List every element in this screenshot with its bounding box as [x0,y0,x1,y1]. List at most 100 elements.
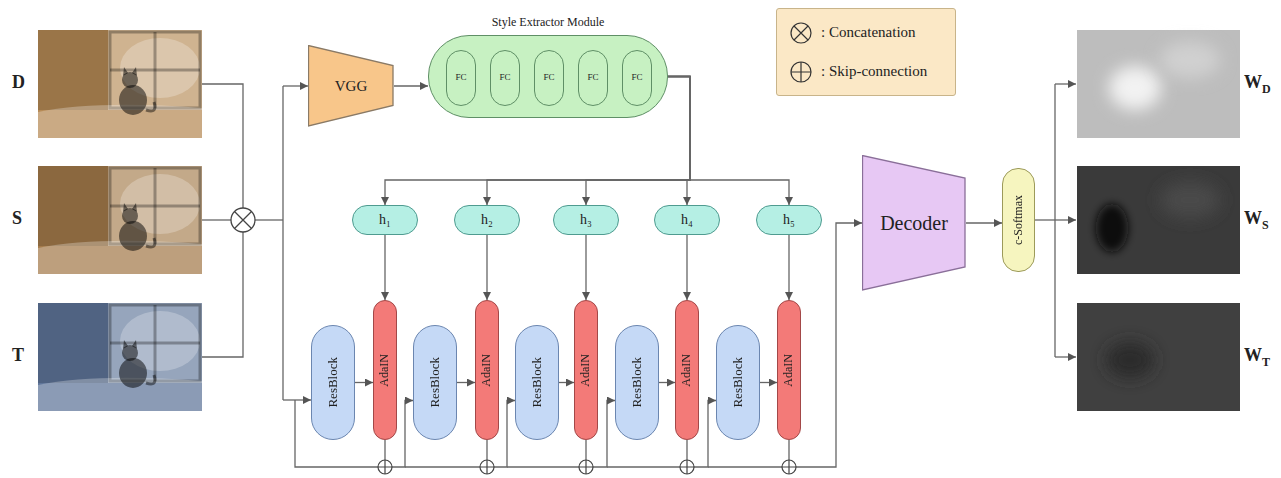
fc-layer: FC [578,50,608,106]
legend-symbol [791,62,811,82]
input-photo [38,166,202,274]
skip-connection-symbol [782,460,796,474]
signal-wire [283,85,308,86]
signal-wire [202,84,243,208]
resblock: ResBlock [311,325,355,440]
connector [585,235,586,300]
connector [966,222,1002,223]
connector [355,382,373,383]
connector [559,382,574,383]
vgg-encoder: VGG [308,45,394,127]
signal-wire [1055,83,1076,84]
adain-layer: AdaIN [475,300,499,440]
node-label: ResBlock [530,357,544,408]
signal-wire [202,219,231,220]
resblock: ResBlock [716,325,760,440]
fc-layer: FC [622,50,652,106]
legend-symbol [791,62,811,82]
node-label: h₃ [580,212,592,227]
signal-wire [202,232,243,357]
style-code: h₄ [654,205,720,235]
adain-layer: AdaIN [373,300,397,440]
node-label: ResBlock [731,357,745,408]
input-photo [38,166,202,274]
style-code: h₃ [553,205,619,235]
output-label: S [1262,219,1269,231]
weight-map [1077,30,1240,411]
concatenation-symbol [235,212,252,229]
legend-symbol [791,23,811,43]
resblock: ResBlock [413,325,457,440]
signal-wire [1055,219,1076,220]
signal-wire [282,86,283,400]
signal-wire [405,466,480,467]
c-softmax: c-Softmax [1002,168,1035,272]
connector [457,382,475,383]
decoder: Decoder [862,155,966,291]
node-label: VGG [335,78,368,95]
style-code: h₁ [352,205,418,235]
skip-connection-symbol [480,460,494,474]
node-label: c-Softmax [1012,195,1025,245]
weight-map [1160,42,1220,78]
fc-layer: FC [490,50,520,106]
input-photo [38,30,202,411]
input-label: S [12,209,22,227]
node-label: h₂ [481,212,493,227]
legend-text: : Concatenation [821,24,916,41]
legend-entry: : Skip-connection [789,60,943,84]
input-label: T [12,346,24,364]
output-label: W [1244,73,1262,91]
concatenation-symbol [231,208,255,232]
node-label: AdaIN [579,354,592,387]
legend-symbol [789,60,813,84]
output-label: T [1262,356,1270,368]
style-code: h₅ [756,205,822,235]
weight-map [1077,166,1240,274]
skip-connection-symbol [782,460,796,474]
connector [394,85,428,86]
vgg-encoder-shape [309,46,394,127]
signal-wire [202,84,1076,467]
node-label: AdaIN [680,354,693,387]
skip-connection-symbol [378,460,796,474]
weight-map [1096,204,1128,252]
connector [384,235,385,300]
node-label: FC [455,73,466,83]
output-label: D [1262,83,1271,95]
concatenation-symbol [231,208,255,232]
node-label: FC [543,73,554,83]
adain-layer: AdaIN [675,300,699,440]
resblock: ResBlock [515,325,559,440]
node-label: ResBlock [428,357,442,408]
input-label: D [12,73,25,91]
node-label: FC [587,73,598,83]
fc-layer: FC [446,50,476,106]
node-label: ResBlock [630,357,644,408]
connector [788,235,789,300]
connector [486,235,487,300]
adain-layer: AdaIN [777,300,801,440]
legend-box: : Concatenation : Skip-connection [776,8,956,96]
skip-connection-symbol [480,460,494,474]
output-label: W [1244,209,1262,227]
connector [668,77,789,206]
input-photo [38,303,202,411]
weight-map [1160,182,1220,218]
node-label: h₄ [681,212,693,227]
fc-layer: FC [534,50,564,106]
resblock: ResBlock [615,325,659,440]
input-photo [38,303,202,411]
skip-connection-symbol [579,460,593,474]
style-extractor-module: Style Extractor ModuleFCFCFCFCFC [428,35,668,118]
node-label: AdaIN [782,354,795,387]
node-label: AdaIN [378,354,391,387]
weight-map [1106,342,1154,378]
style-code: h₂ [454,205,520,235]
connector [668,77,690,206]
input-photo [38,30,202,138]
node-label: ResBlock [326,357,340,408]
skip-connection-symbol [680,460,694,474]
weight-map [1109,66,1161,110]
skip-connection-symbol [579,460,593,474]
